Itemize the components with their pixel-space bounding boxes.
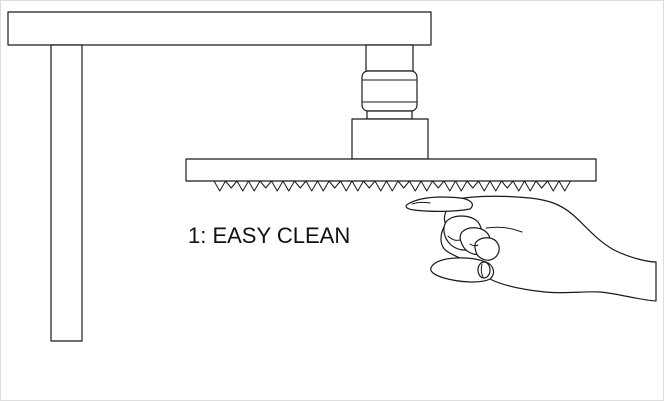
thumbnail [477, 261, 491, 279]
shower-head-plate [185, 158, 597, 182]
nozzle-tooth [282, 180, 295, 192]
caption-label: 1: EASY CLEAN [188, 223, 350, 248]
nozzle-tooth [294, 180, 307, 189]
ceiling-arm [7, 11, 432, 342]
shower-head [185, 158, 597, 192]
connector-base [351, 118, 429, 160]
nozzle-tooth [512, 180, 525, 192]
nozzle-tooth [374, 180, 387, 192]
connector-neck [366, 110, 413, 120]
nozzle-tooth [489, 180, 502, 192]
nozzle-tooth [397, 180, 410, 189]
nozzle-tooth [271, 180, 284, 192]
nozzle-tooth [409, 180, 422, 192]
nozzle-tooth [386, 180, 399, 192]
nozzle-tooth [305, 180, 318, 192]
nozzle-tooth [248, 180, 261, 192]
nozzle-tooth [432, 180, 445, 189]
nozzle-tooth [524, 180, 537, 192]
nozzle-tooth [351, 180, 364, 192]
horizontal-arm [7, 11, 432, 46]
shower-nozzles [213, 180, 571, 192]
little-finger [474, 237, 500, 261]
index-finger [405, 196, 473, 212]
nozzle-tooth [443, 180, 456, 192]
nozzle-tooth [340, 180, 353, 192]
nozzle-tooth [455, 180, 468, 192]
swivel-joint [361, 70, 418, 112]
nozzle-tooth [466, 180, 479, 189]
vertical-pipe [50, 44, 83, 342]
nozzle-tooth [558, 180, 571, 192]
nozzle-tooth [363, 180, 376, 189]
nozzle-tooth [213, 180, 226, 192]
nozzle-tooth [236, 180, 249, 192]
nozzle-tooth [317, 180, 330, 192]
nozzle-tooth [259, 180, 272, 189]
hand-illustration [405, 195, 657, 302]
nozzle-tooth [420, 180, 433, 192]
nozzle-tooth [501, 180, 514, 189]
nozzle-tooth [547, 180, 560, 192]
nozzle-tooth [535, 180, 548, 189]
nozzle-tooth [328, 180, 341, 189]
connector-collar [365, 44, 414, 72]
nozzle-tooth [478, 180, 491, 192]
thumb [430, 257, 495, 283]
nozzle-tooth [225, 180, 238, 189]
shower-connector [351, 44, 429, 160]
hand-palm [440, 195, 657, 302]
